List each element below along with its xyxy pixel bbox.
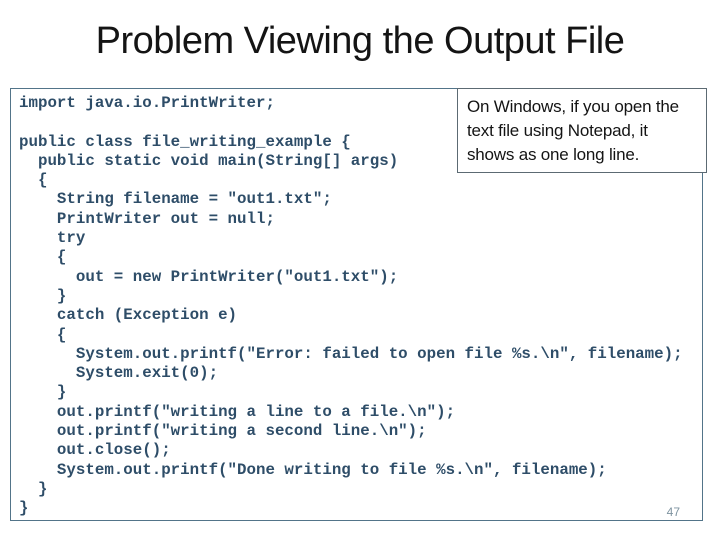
callout-box: On Windows, if you open the text file us… (457, 88, 707, 173)
page-number: 47 (666, 505, 680, 519)
callout-note: On Windows, if you open the text file us… (467, 97, 679, 164)
slide-title: Problem Viewing the Output File (95, 20, 625, 62)
code-listing: import java.io.PrintWriter; public class… (19, 94, 683, 518)
